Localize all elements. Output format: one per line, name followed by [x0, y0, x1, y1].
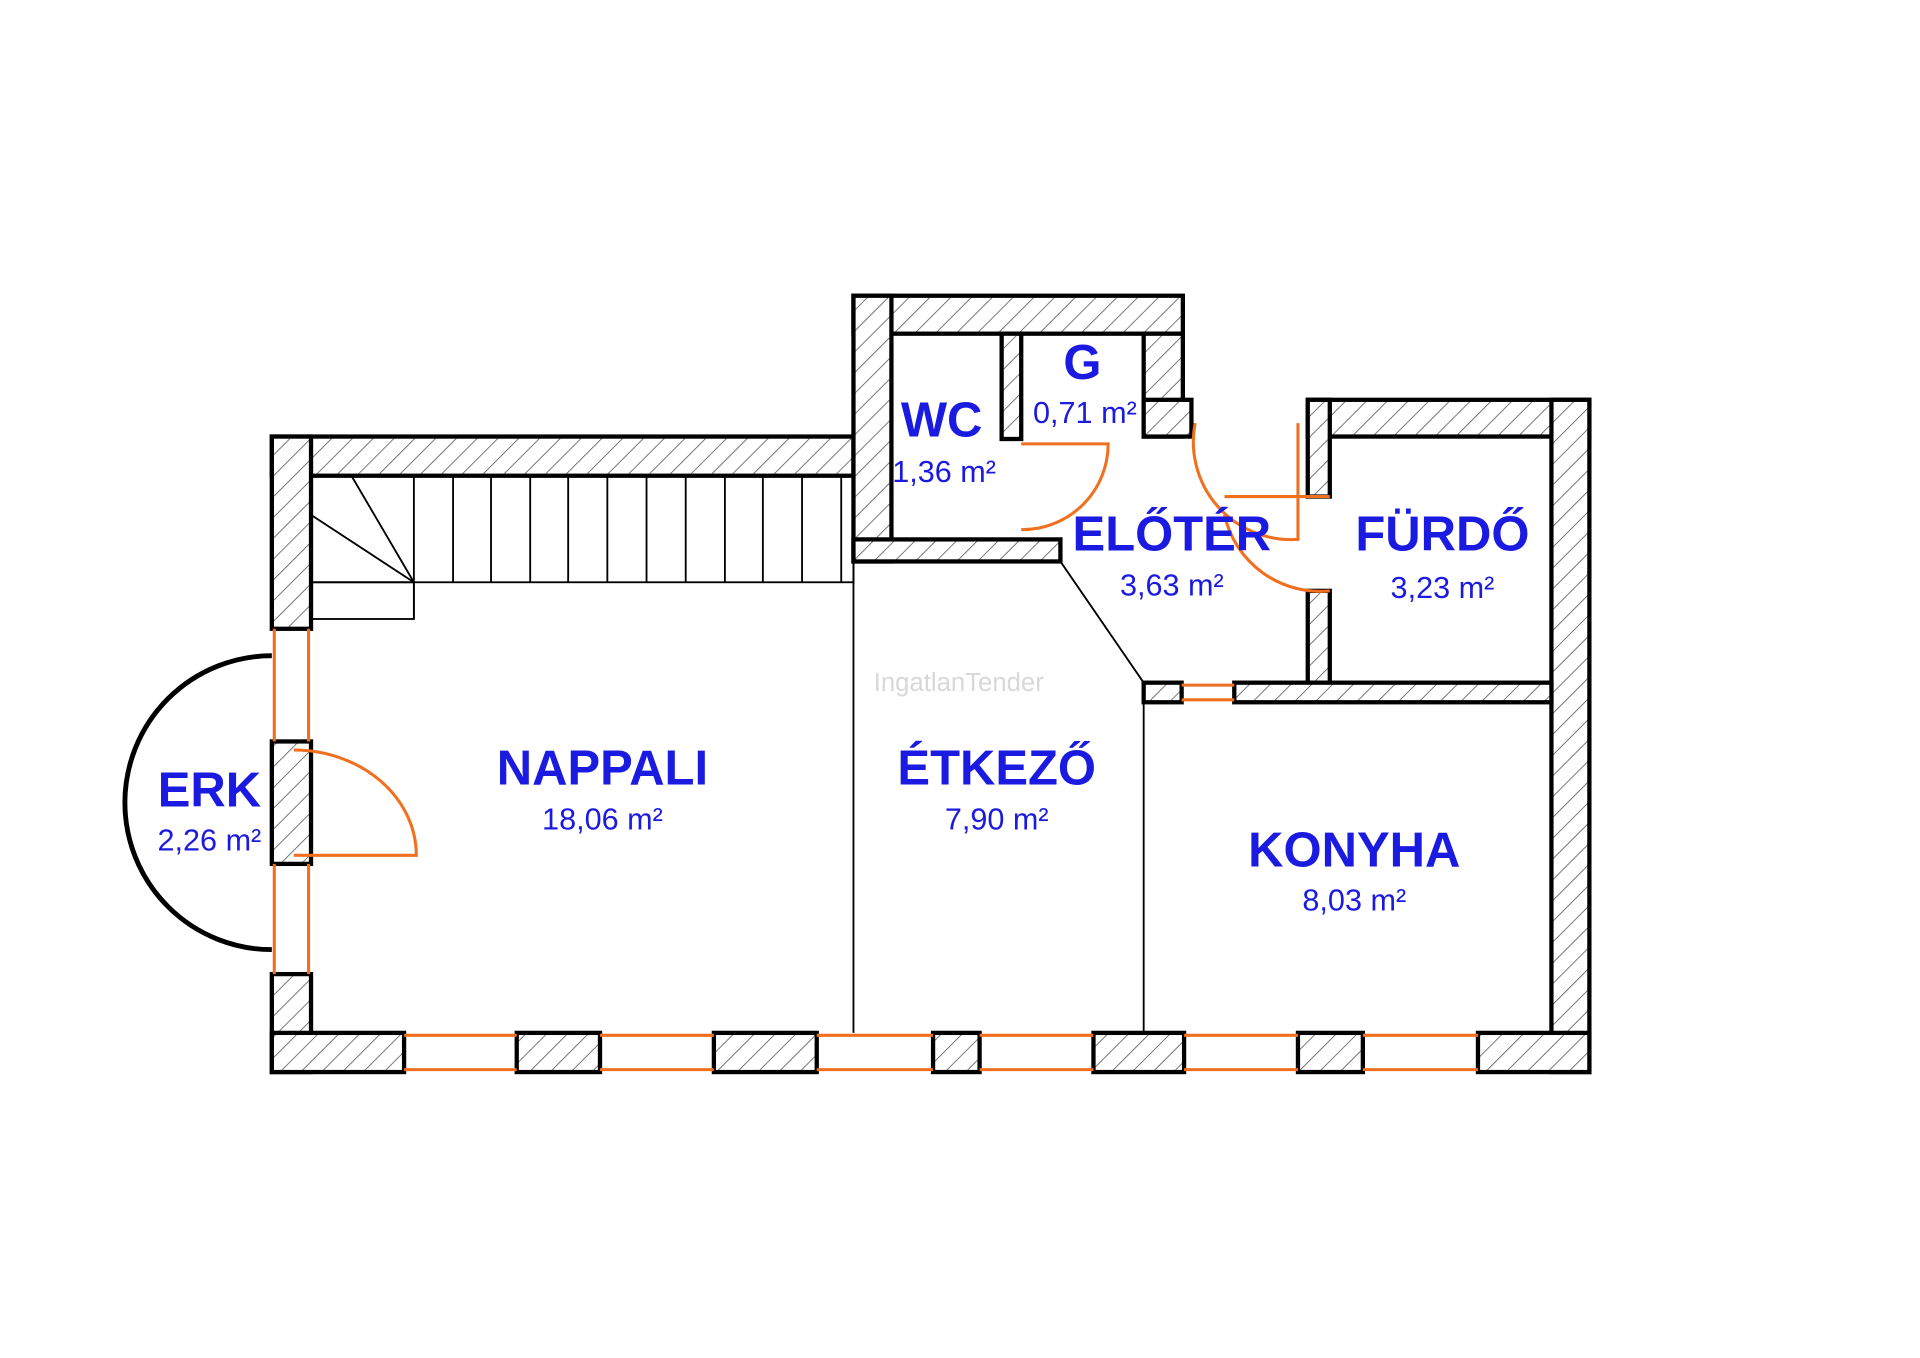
room-area: 18,06 m² [542, 803, 663, 837]
balcony-arc [122, 653, 272, 953]
room-area: 8,03 m² [1302, 883, 1406, 917]
room-area: 7,90 m² [945, 803, 1049, 837]
partitions [852, 560, 1145, 1033]
stairs [310, 474, 855, 620]
room-area: 2,26 m² [157, 823, 261, 857]
room-name: KONYHA [1248, 823, 1460, 877]
room-name: ERK [158, 763, 261, 817]
room-area: 0,71 m² [1033, 396, 1137, 430]
windows [272, 628, 1478, 1072]
room-name: NAPPALI [497, 741, 708, 795]
room-name: ELŐTÉR [1073, 507, 1272, 561]
room-name: G [1063, 336, 1101, 390]
room-area: 3,63 m² [1120, 569, 1224, 603]
room-name: WC [901, 394, 983, 448]
watermark: IngatlanTender [874, 669, 1044, 697]
doors [293, 422, 1330, 857]
walls [269, 293, 1592, 1075]
room-area: 1,36 m² [892, 455, 996, 489]
room-name: FÜRDŐ [1355, 507, 1529, 561]
room-area: 3,23 m² [1391, 571, 1495, 605]
room-name: ÉTKEZŐ [897, 741, 1096, 795]
